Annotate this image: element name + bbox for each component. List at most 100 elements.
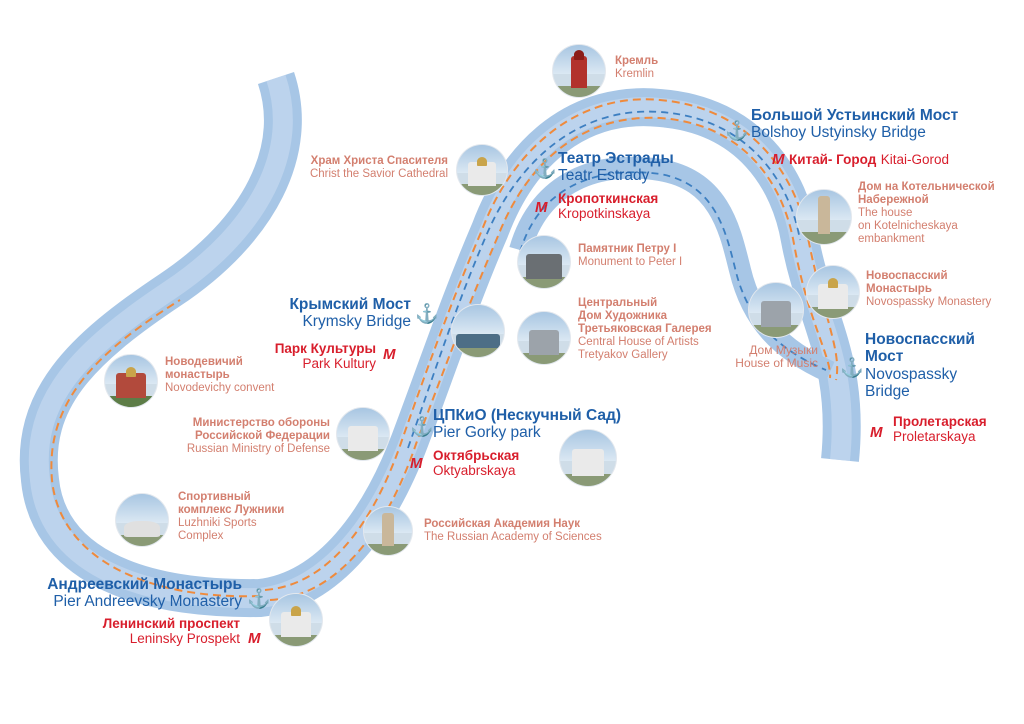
anchor-icon[interactable]: ⚓ xyxy=(840,358,864,379)
sight-name-ru: Российская Академия Наук xyxy=(424,518,580,530)
sight-name-ru: Набережной xyxy=(858,193,929,206)
metro-kitai-gorod[interactable]: M Китай- Город Kitai-Gorod xyxy=(772,151,949,169)
anchor-icon[interactable]: ⚓ xyxy=(415,304,439,325)
pier-name-en: Teatr Estrady xyxy=(558,167,650,185)
sight-name-ru: Новодевичий xyxy=(165,356,243,368)
house-of-music-photo xyxy=(749,283,803,337)
anchor-icon[interactable]: ⚓ xyxy=(533,159,557,180)
sight-name-en: embankment xyxy=(858,232,925,245)
pier-name-ru: Крымский Мост xyxy=(289,296,411,313)
anchor-icon[interactable]: ⚓ xyxy=(247,589,271,610)
kremlin-photo xyxy=(553,45,605,97)
pier-teatr-estrady: Театр Эстрады Teatr Estrady xyxy=(558,150,674,185)
sight-name-en: Luzhniki Sports xyxy=(178,516,257,529)
metro-icon: M xyxy=(383,346,396,363)
sight-name-ru: Кремль xyxy=(615,55,659,67)
sight-kremlin: Кремль Kremlin xyxy=(615,55,658,81)
sight-name-en: Central House of Artists xyxy=(578,335,699,348)
sight-name-en: Monument to Peter I xyxy=(578,255,683,268)
peter-monument-photo xyxy=(518,236,570,288)
novospassky-monastery-photo xyxy=(807,266,859,318)
river-inner xyxy=(28,74,852,609)
sight-name-en: Novodevichy convent xyxy=(165,381,275,394)
sight-name-ru: Спортивный xyxy=(178,491,251,503)
sight-peter-monument: Памятник Петру I Monument to Peter I xyxy=(578,243,682,269)
metro-icon: M xyxy=(410,455,423,472)
sight-central-house-artists: Центральный Дом Художника Третьяковская … xyxy=(578,297,712,361)
metro-name-en: Park Kultury xyxy=(302,356,376,372)
metro-proletarskaya[interactable]: Пролетарская Proletarskaya xyxy=(893,414,987,444)
sight-name-en: on Kotelnicheskaya xyxy=(858,219,958,232)
sight-name-en: The Russian Academy of Sciences xyxy=(424,530,602,543)
sight-name-ru: комплекс Лужники xyxy=(178,503,285,516)
pier-name-ru: Театр Эстрады xyxy=(558,150,674,167)
sight-name-en: Tretyakov Gallery xyxy=(578,348,668,361)
pier-krymsky: Крымский Мост Krymsky Bridge xyxy=(256,296,411,331)
sight-name-ru: монастырь xyxy=(165,368,230,381)
pier-name-en: Pier Gorky park xyxy=(433,424,541,442)
academy-sciences-photo xyxy=(364,507,412,555)
sight-name-ru: Третьяковская Галерея xyxy=(578,322,712,335)
metro-park-kultury[interactable]: Парк Культуры Park Kultury xyxy=(236,341,376,371)
pier-name-en: Novospassky Bridge xyxy=(865,365,958,401)
sight-name-en: Christ the Savior Cathedral xyxy=(309,167,448,180)
metro-name-ru: Пролетарская xyxy=(893,414,987,429)
krymsky-bridge-photo xyxy=(452,305,504,357)
sight-name-en: The house xyxy=(858,206,913,219)
sight-name-en: Russian Ministry of Defense xyxy=(186,442,330,455)
pier-name-ru: Новоспасский Мост xyxy=(865,331,975,366)
pier-novospassky: Новоспасский Мост Novospassky Bridge xyxy=(865,331,995,400)
metro-kropotkinskaya[interactable]: Кропоткинская Kropotkinskaya xyxy=(558,191,658,221)
metro-name-ru: Кропоткинская xyxy=(558,191,659,206)
metro-icon: M xyxy=(535,199,548,216)
sight-name-ru: Памятник Петру I xyxy=(578,243,677,255)
sight-name-ru: Министерство обороны xyxy=(192,417,330,429)
metro-oktyabrskaya[interactable]: Октябрьская Oktyabrskaya xyxy=(433,448,519,478)
sight-luzhniki: Спортивный комплекс Лужники Luzhniki Spo… xyxy=(178,491,284,543)
metro-name-en: Proletarskaya xyxy=(893,429,976,445)
anchor-icon[interactable]: ⚓ xyxy=(725,121,749,142)
sight-name-ru: Дом Художника xyxy=(578,309,668,322)
metro-name-ru: Парк Культуры xyxy=(274,341,376,356)
pier-name-ru: Большой Устьинский Мост xyxy=(751,107,959,124)
sight-christ-savior: Храм Христа Спасителя Christ the Savior … xyxy=(276,155,448,181)
sight-house-of-music: Дом Музыки House of Music xyxy=(718,343,818,371)
sight-academy-sciences: Российская Академия Наук The Russian Aca… xyxy=(424,518,602,544)
metro-icon: M xyxy=(870,424,883,441)
sight-kotelnicheskaya: Дом на Котельнической Набережной The hou… xyxy=(858,181,995,245)
metro-name-en: Kropotkinskaya xyxy=(558,206,651,222)
central-house-artists-photo xyxy=(518,312,570,364)
cathedral-photo xyxy=(457,145,507,195)
sight-name-ru: Новоспасский xyxy=(866,270,948,282)
andreevsky-monastery-photo xyxy=(270,594,322,646)
anchor-icon[interactable]: ⚓ xyxy=(410,417,434,438)
metro-name-ru: Китай- Город xyxy=(788,152,877,167)
pier-bolshoy-ustyinsky: Большой Устьинский Мост Bolshoy Ustyinsk… xyxy=(751,107,958,142)
sight-name-ru: Российской Федерации xyxy=(194,429,330,442)
sight-name-ru: Храм Христа Спасителя xyxy=(310,155,448,167)
pier-gorky-park: ЦПКиО (Нескучный Сад) Pier Gorky park xyxy=(433,407,621,442)
luzhniki-photo xyxy=(116,494,168,546)
sight-defense-ministry: Министерство обороны Российской Федераци… xyxy=(160,417,330,456)
metro-leninsky-prospekt[interactable]: Ленинский проспект Leninsky Prospekt xyxy=(60,616,240,646)
sight-name-ru: Дом на Котельнической xyxy=(858,181,995,193)
metro-name-ru: Октябрьская xyxy=(433,448,520,463)
gorky-park-gate-photo xyxy=(560,430,616,486)
route-orange-2 xyxy=(269,116,832,601)
metro-name-en: Oktyabrskaya xyxy=(433,463,516,479)
pier-andreevsky: Андреевский Монастырь Pier Andreevsky Mo… xyxy=(20,576,242,611)
sight-name-en: Complex xyxy=(178,529,224,542)
sight-novospassky-monastery: Новоспасский Монастырь Novospassky Monas… xyxy=(866,270,991,309)
novodevichy-photo xyxy=(105,355,157,407)
metro-icon: M xyxy=(248,630,261,647)
route-orange-1 xyxy=(50,98,839,598)
kotelnicheskaya-photo xyxy=(797,190,851,244)
sight-name-en: Kremlin xyxy=(615,67,654,80)
metro-icon: M xyxy=(772,151,785,168)
pier-name-en: Pier Andreevsky Monastery xyxy=(53,593,242,611)
pier-name-ru: ЦПКиО (Нескучный Сад) xyxy=(433,407,622,424)
defense-ministry-photo xyxy=(337,408,389,460)
pier-name-en: Bolshoy Ustyinsky Bridge xyxy=(751,124,926,142)
sight-name-ru: Центральный xyxy=(578,297,658,309)
